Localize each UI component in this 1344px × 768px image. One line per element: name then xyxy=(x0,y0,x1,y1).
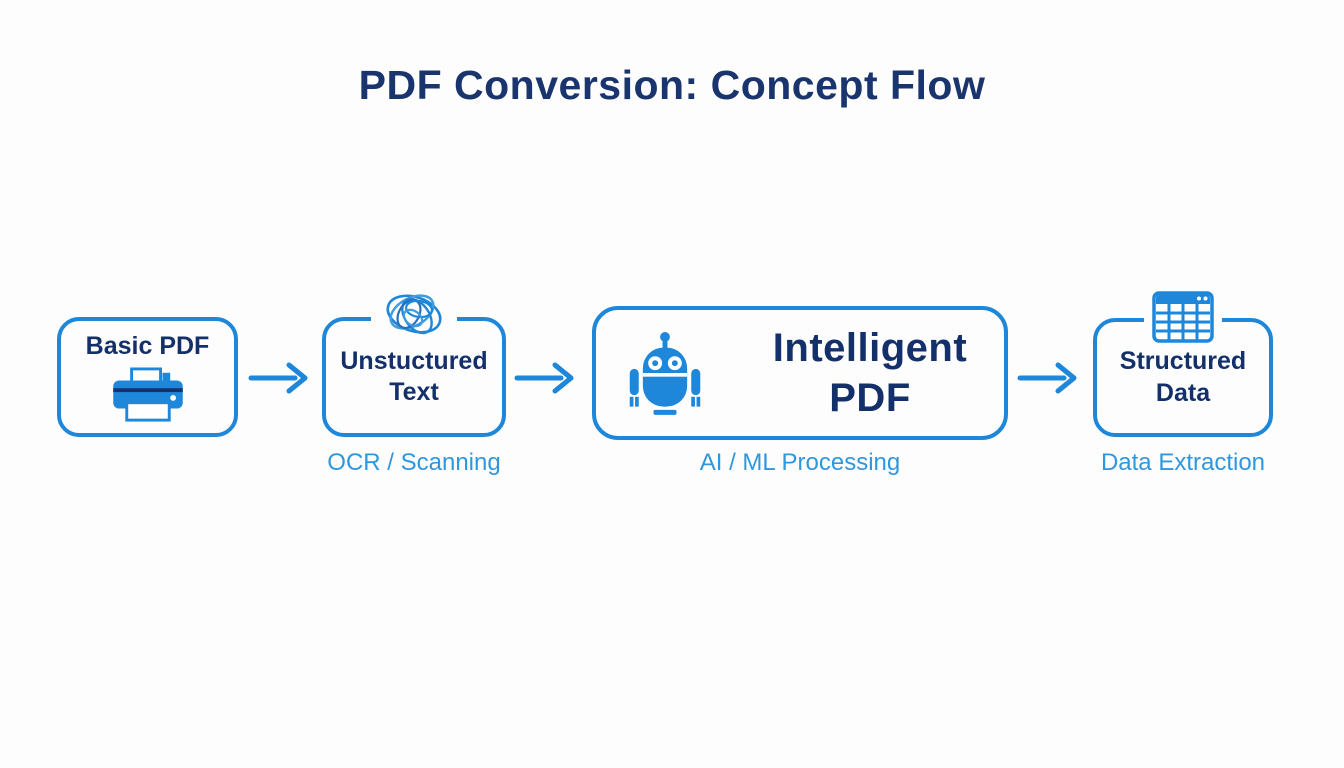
robot-icon xyxy=(624,327,706,419)
flow-node-structured-data: Structured Data xyxy=(1093,291,1273,437)
spreadsheet-table-icon xyxy=(1144,291,1222,344)
sublabel-ocr-scanning: OCR / Scanning xyxy=(327,449,501,476)
arrow-right-icon xyxy=(248,362,308,394)
sublabel-ai-ml-processing: AI / ML Processing xyxy=(699,449,901,476)
page-title: PDF Conversion: Concept Flow xyxy=(358,62,986,108)
arrow-right-icon xyxy=(514,362,574,394)
flow-node-unstructured-text: Unstuctured Text xyxy=(322,283,506,437)
node-label-basic-pdf: Basic PDF xyxy=(85,331,210,360)
printer-icon xyxy=(107,367,189,423)
node-label-intelligent-pdf: Intelligent PDF xyxy=(772,326,968,420)
sublabel-data-extraction: Data Extraction xyxy=(1100,449,1266,476)
arrow-right-icon xyxy=(1017,362,1077,394)
node-label-structured-data: Structured Data xyxy=(1119,347,1247,407)
scribble-tangle-icon xyxy=(371,283,457,345)
node-label-unstructured-text: Unstuctured Text xyxy=(340,346,488,406)
flow-node-intelligent-pdf: Intelligent PDF xyxy=(592,306,1008,440)
flow-node-basic-pdf: Basic PDF xyxy=(57,317,238,437)
